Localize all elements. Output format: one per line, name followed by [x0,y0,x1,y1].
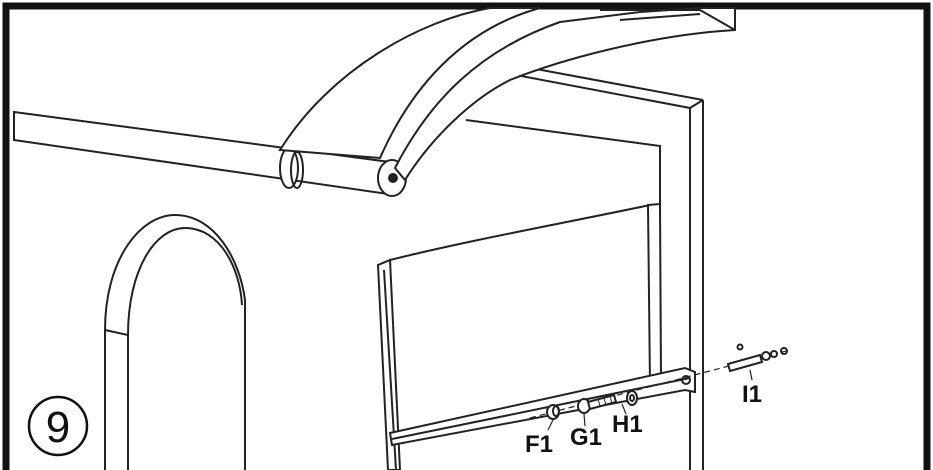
leader-lines [547,369,753,431]
arched-window [104,213,246,470]
anchor-i1 [726,343,788,373]
screw-g1 [577,393,618,414]
bracket-bar [388,366,696,447]
cap-f1 [546,404,560,420]
curved-arm [278,7,736,182]
label-g1: G1 [570,424,602,451]
horizontal-rod [13,110,407,197]
step-badge: 9 [27,395,89,457]
step-number: 9 [46,403,70,452]
label-i1: I1 [742,381,762,408]
washer-h1 [626,390,638,406]
label-h1: H1 [612,411,643,438]
label-f1: F1 [525,431,553,458]
canopy-panel [376,202,663,470]
